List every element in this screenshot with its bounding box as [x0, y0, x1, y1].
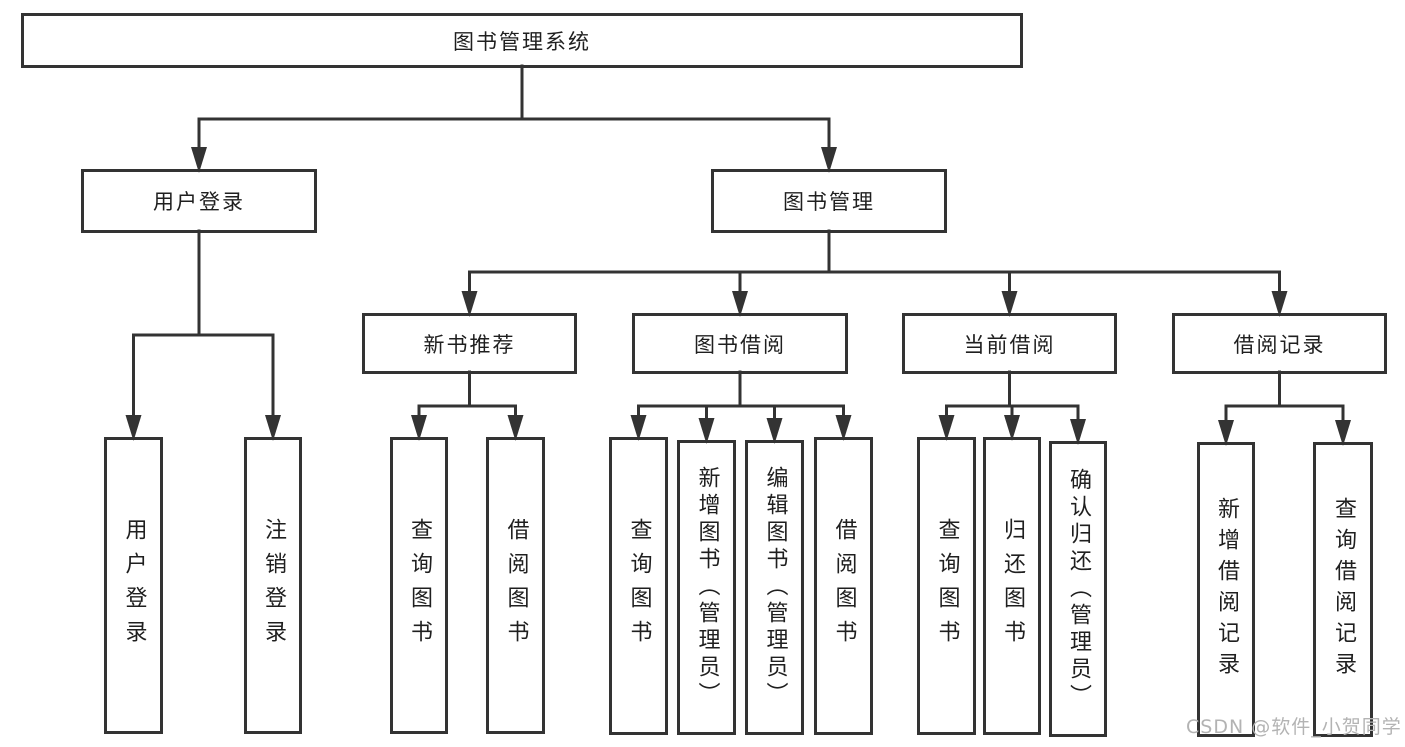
- node-label: 查询图书: [407, 517, 432, 654]
- node-rec-add: 新增借阅记录: [1197, 442, 1255, 737]
- node-label: 注销登录: [261, 517, 286, 654]
- node-login: 用户登录: [81, 169, 317, 233]
- node-logout: 注销登录: [244, 437, 302, 734]
- node-label: 图书管理: [783, 190, 875, 214]
- node-newbook: 新书推荐: [362, 313, 577, 374]
- node-label: 确认归还（管理员）: [1066, 467, 1091, 711]
- watermark: CSDN @软件_小贺同学: [1186, 716, 1402, 738]
- node-label: 借阅记录: [1233, 332, 1326, 357]
- node-label: 编辑图书（管理员）: [762, 466, 788, 709]
- node-cur-query: 查询图书: [917, 437, 976, 735]
- node-bw-query: 查询图书: [609, 437, 668, 735]
- node-user-login: 用户登录: [104, 437, 163, 734]
- node-cur-return: 归还图书: [983, 437, 1041, 735]
- node-label: 用户登录: [153, 190, 245, 214]
- node-current: 当前借阅: [902, 313, 1117, 374]
- node-records: 借阅记录: [1172, 313, 1387, 374]
- node-label: 图书管理系统: [453, 29, 591, 54]
- node-label: 当前借阅: [963, 332, 1056, 357]
- node-label: 用户登录: [121, 517, 147, 654]
- node-rec-query: 查询借阅记录: [1313, 442, 1373, 737]
- node-borrow: 图书借阅: [632, 313, 848, 374]
- node-nb-query: 查询图书: [390, 437, 448, 734]
- node-bw-add: 新增图书（管理员）: [677, 440, 736, 735]
- node-label: 借阅图书: [831, 518, 857, 654]
- node-label: 借阅图书: [503, 517, 529, 654]
- node-label: 图书借阅: [694, 332, 786, 357]
- node-mgmt: 图书管理: [711, 169, 947, 233]
- node-label: 归还图书: [1000, 518, 1025, 654]
- node-label: 查询图书: [934, 518, 960, 654]
- node-label: 新增借阅记录: [1214, 496, 1239, 683]
- node-bw-edit: 编辑图书（管理员）: [745, 440, 804, 735]
- node-label: 查询借阅记录: [1331, 496, 1356, 683]
- node-nb-borrow: 借阅图书: [486, 437, 545, 734]
- node-cur-confirm: 确认归还（管理员）: [1049, 441, 1107, 737]
- node-label: 新增图书（管理员）: [694, 466, 720, 709]
- node-root: 图书管理系统: [21, 13, 1023, 68]
- node-bw-borrow: 借阅图书: [814, 437, 873, 735]
- node-label: 新书推荐: [423, 332, 516, 357]
- node-label: 查询图书: [626, 518, 652, 654]
